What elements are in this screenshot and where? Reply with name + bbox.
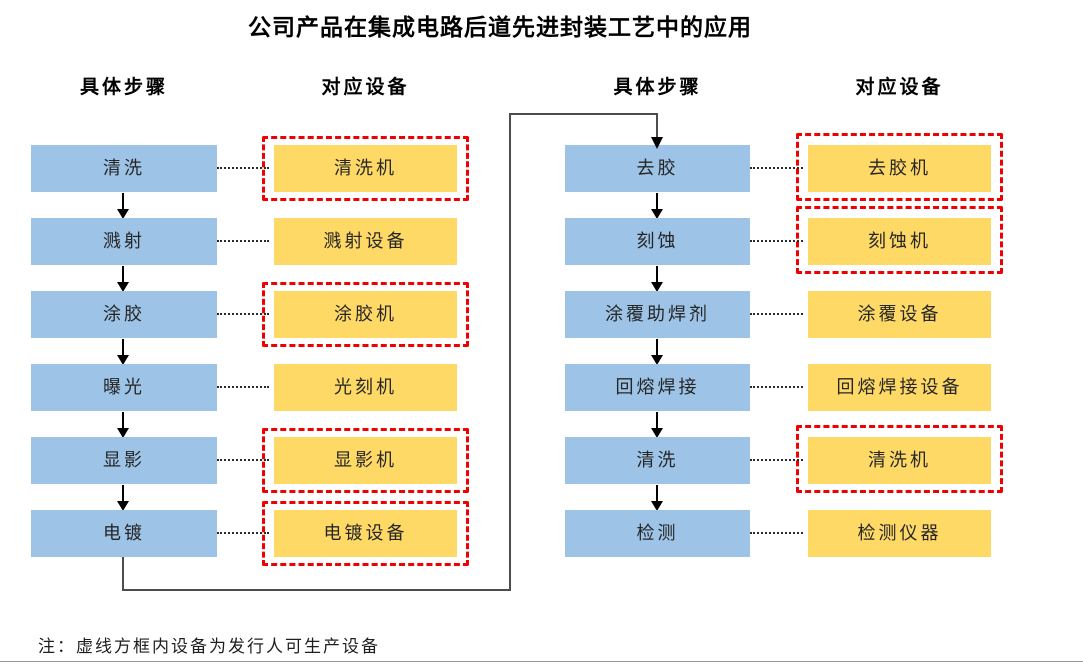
step-box: 检测 [565, 510, 750, 557]
left-equipment-header: 对应设备 [321, 77, 410, 98]
flow-arrow-down-icon [117, 266, 129, 293]
step-box: 涂覆助焊剂 [565, 291, 750, 338]
dotted-link [217, 167, 269, 169]
flow-arrow-down-icon [651, 485, 663, 512]
equipment-box: 光刻机 [274, 364, 457, 411]
dotted-link [217, 386, 269, 388]
step-box: 去胶 [565, 145, 750, 192]
flow-arrow-down-icon [651, 266, 663, 293]
step-box: 涂胶 [31, 291, 217, 338]
dotted-link [217, 532, 269, 534]
left-steps-header: 具体步骤 [79, 77, 168, 98]
equipment-box: 清洗机 [808, 437, 991, 484]
equipment-box: 刻蚀机 [808, 218, 991, 265]
step-box: 显影 [31, 437, 217, 484]
dotted-link [750, 240, 803, 242]
equipment-box: 涂胶机 [274, 291, 457, 338]
dotted-link [217, 459, 269, 461]
dotted-link [750, 313, 803, 315]
flow-arrow-down-icon [117, 485, 129, 512]
flow-arrow-down-icon [651, 339, 663, 366]
dotted-link [750, 167, 803, 169]
equipment-box: 去胶机 [808, 145, 991, 192]
equipment-box: 溅射设备 [274, 218, 457, 265]
equipment-box: 回熔焊接设备 [808, 364, 991, 411]
flow-arrow-down-icon [651, 412, 663, 439]
step-box: 回熔焊接 [565, 364, 750, 411]
footnote: 注：虚线方框内设备为发行人可生产设备 [38, 637, 380, 656]
flow-arrow-down-icon [651, 193, 663, 220]
flow-arrow-down-icon [117, 339, 129, 366]
dotted-link [750, 532, 803, 534]
step-box: 电镀 [31, 510, 217, 557]
figure-title: 公司产品在集成电路后道先进封装工艺中的应用 [248, 15, 752, 40]
step-box: 曝光 [31, 364, 217, 411]
flow-arrow-down-icon [117, 193, 129, 220]
equipment-box: 电镀设备 [274, 510, 457, 557]
right-steps-header: 具体步骤 [613, 77, 702, 98]
step-box: 溅射 [31, 218, 217, 265]
bottom-divider [0, 661, 1083, 662]
dotted-link [750, 386, 803, 388]
equipment-box: 涂覆设备 [808, 291, 991, 338]
step-box: 清洗 [31, 145, 217, 192]
dotted-link [217, 313, 269, 315]
step-box: 清洗 [565, 437, 750, 484]
equipment-box: 显影机 [274, 437, 457, 484]
dotted-link [750, 459, 803, 461]
equipment-box: 检测仪器 [808, 510, 991, 557]
dotted-link [217, 240, 269, 242]
step-box: 刻蚀 [565, 218, 750, 265]
right-equipment-header: 对应设备 [855, 77, 944, 98]
flow-arrow-down-icon [117, 412, 129, 439]
equipment-box: 清洗机 [274, 145, 457, 192]
